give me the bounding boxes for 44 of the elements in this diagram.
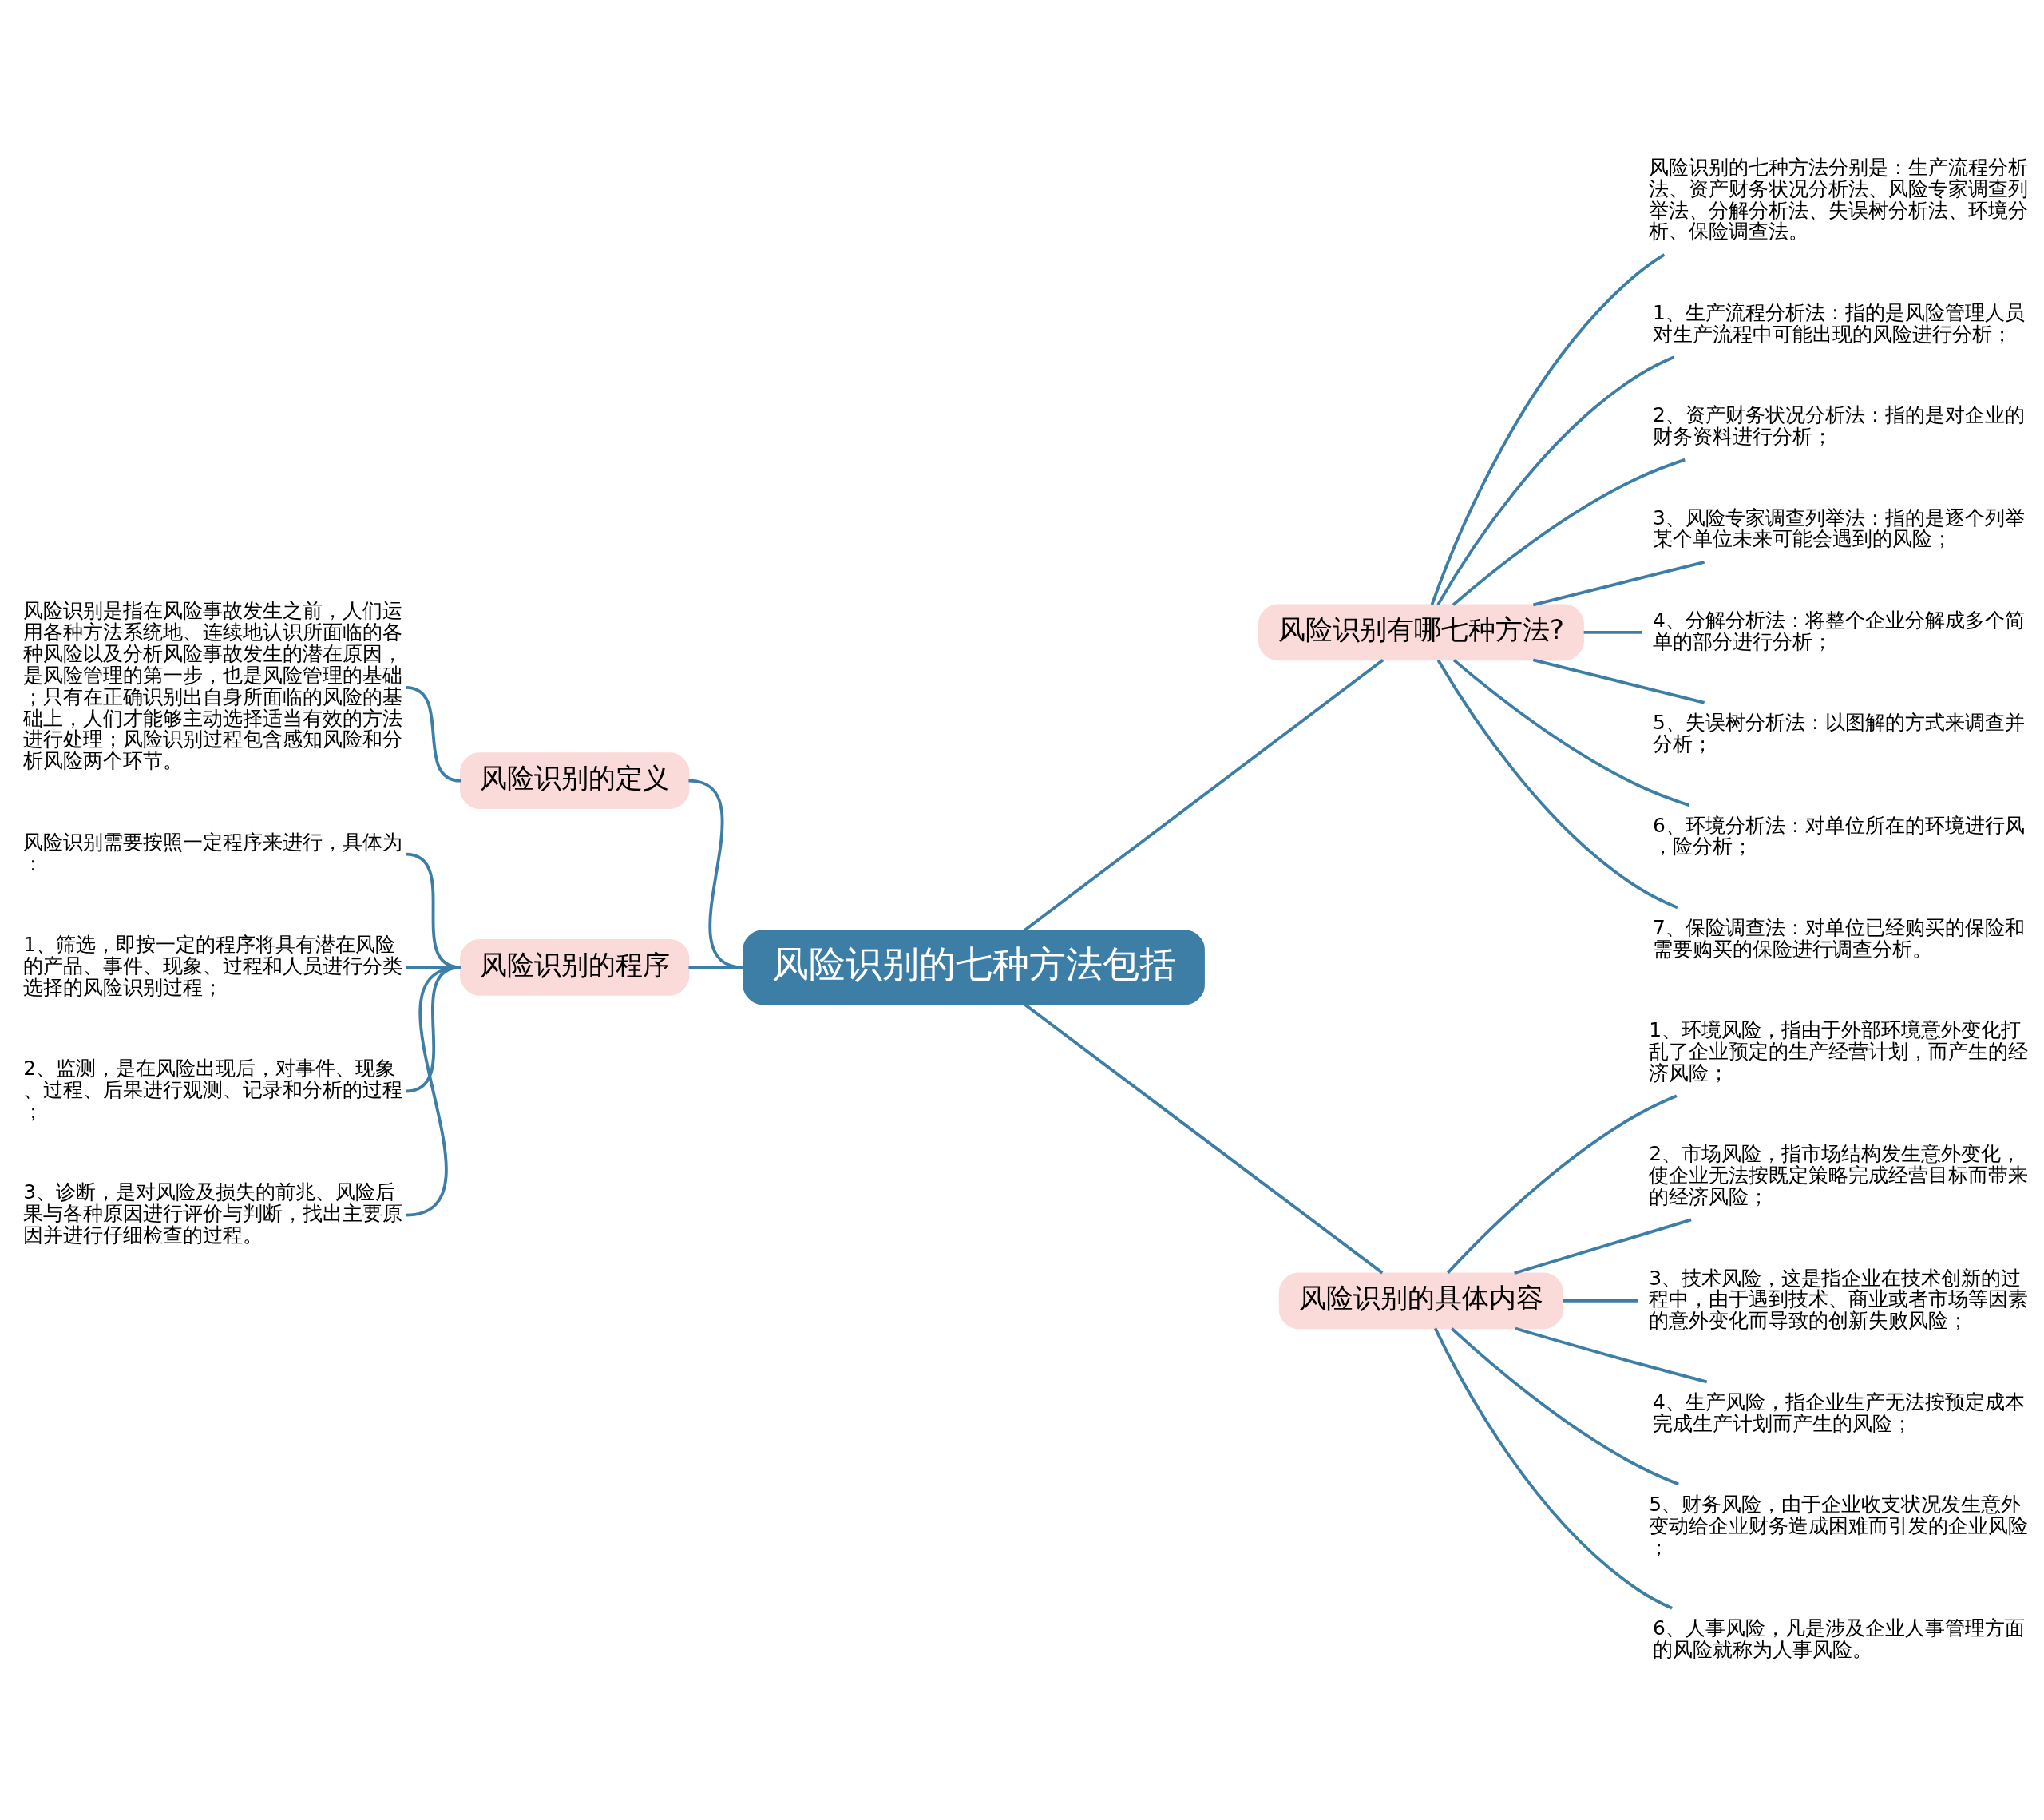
node-text: 3、技术风险，这是指企业在技术创新的过程中，由于遇到技术、商业或者市场等因素的意外变化而导致的创新失败风险； [1649,1266,2029,1333]
node-text: 风险识别是指在风险事故发生之前，人们运用各种方法系统地、连续地认识所面临的各种风险以及分析风险事故发生的潜在原因，是风险管理的第一步，也是风险管理的基础；只有在正确识别出自身所面临的风险的基础上，人们才能够主动选择适当有效的方法进行处理；风险识别过程包含感知风险和分析风险两个环节。 [23,599,403,773]
node-text: 2、监测，是在风险出现后，对事件、现象、过程、后果进行观测、记录和分析的过程； [23,1057,403,1123]
connector [1583,630,1642,634]
connector [1514,1218,1692,1275]
node-text: 风险识别需要按照一定程序来进行，具体为： [23,830,403,875]
node-text: 风险识别的七种方法分别是：生产流程分析法、资产财务状况分析法、风险专家调查列举法、分解分析法、失误树分析法、环境分析、保险调查法。 [1649,155,2029,244]
connector [405,966,461,1217]
node-box: 风险识别有哪七种方法? [1258,604,1584,661]
node-text: 4、生产风险，指企业生产无法按预定成本完成生产计划而产生的风险； [1653,1390,2025,1435]
connector [1024,1003,1384,1275]
node-text: 2、市场风险，指市场结构发生意外变化，使企业无法按既定策略完成经营目标而带来的经济风险； [1649,1142,2029,1209]
connector [1563,1299,1638,1303]
connector [1430,253,1666,605]
connector [1446,1094,1678,1274]
node-text: 3、风险专家调查列举法：指的是逐个列举某个单位未来可能会遇到的风险； [1653,506,2025,551]
node-text: 6、人事风险，凡是涉及企业人事管理方面的风险就称为人事风险。 [1653,1616,2025,1662]
connector [405,685,461,783]
node-text: 7、保险调查法：对单位已经购买的保险和需要购买的保险进行调查分析。 [1653,915,2025,961]
node-text: 1、环境风险，指由于外部环境意外变化打乱了企业预定的生产经营计划，而产生的经济风险； [1649,1018,2029,1084]
node-text: 5、财务风险，由于企业收支状况发生意外变动给企业财务造成困难而引发的企业风险； [1649,1493,2029,1559]
connector [688,966,744,969]
connector [1452,659,1690,807]
node-box: 风险识别的定义 [460,752,690,810]
node-text: 4、分解分析法：将整个企业分解成多个简单的部分进行分析； [1653,608,2025,653]
connector [1532,658,1705,704]
connector [1436,355,1675,606]
connector [1452,458,1686,606]
node-box: 风险识别的程序 [460,938,690,996]
connector [688,779,744,969]
connector [1532,561,1705,607]
node-box: 风险识别的七种方法包括 [743,930,1205,1005]
node-text: 1、生产流程分析法：指的是风险管理人员对生产流程中可能出现的风险进行分析； [1653,300,2025,346]
connector [1451,1327,1679,1486]
node-text: 3、诊断，是对风险及损失的前兆、风险后果与各种原因进行评价与判断，找出主要原因并进行仔细检查的过程。 [23,1180,403,1247]
node-text: 6、环境分析法：对单位所在的环境进行风，险分析； [1653,813,2025,858]
connector [1515,1326,1708,1384]
connector [1433,1327,1673,1610]
connector [1436,659,1678,910]
node-box: 风险识别的具体内容 [1278,1272,1564,1330]
node-text: 2、资产财务状况分析法：指的是对企业的财务资料进行分析； [1653,403,2025,449]
connector [1023,659,1384,932]
node-text: 5、失误树分析法：以图解的方式来调查并分析； [1653,711,2025,756]
node-text: 1、筛选，即按一定的程序将具有潜在风险的产品、事件、现象、过程和人员进行分类选择的风险识别过程； [23,933,403,999]
